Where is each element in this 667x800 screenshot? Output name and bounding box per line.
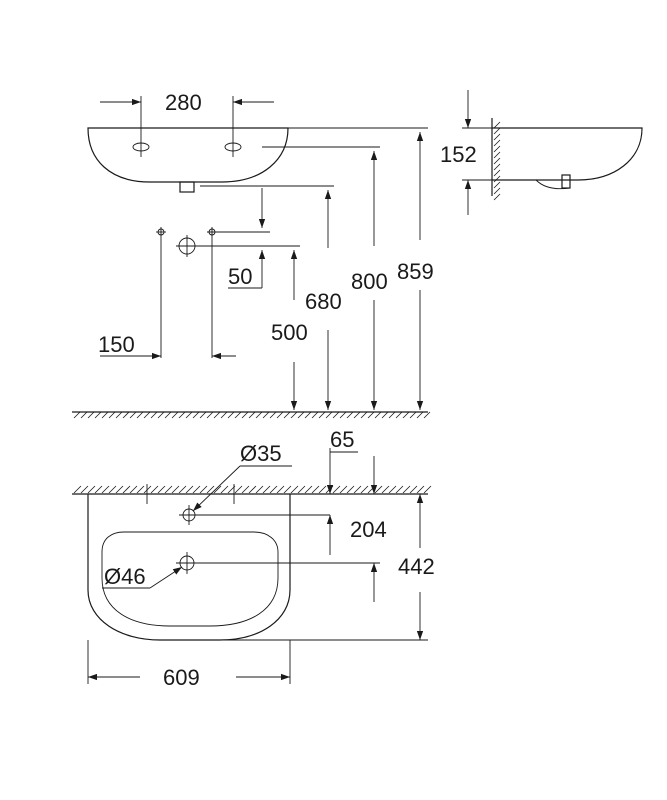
plan-view: Ø35 Ø46 65 204 442 609	[72, 427, 435, 690]
basin-side-outline	[492, 127, 643, 181]
dim-basin-width: 609	[163, 665, 200, 690]
basin-front-outline	[87, 127, 289, 183]
dim-height-680: 680	[305, 289, 342, 314]
wall	[491, 118, 501, 201]
dim-bracket-offset: 50	[228, 264, 252, 289]
waste-outlet	[179, 181, 195, 193]
dim-tap-hole-diameter: Ø35	[240, 441, 282, 466]
dim-tap-hole-offset: 65	[330, 427, 354, 452]
dim-tap-hole-depth: 204	[350, 517, 387, 542]
dim-wall-bracket-height: 152	[440, 142, 477, 167]
basin-plan-outline	[87, 494, 291, 641]
plan-wall-line	[72, 485, 432, 495]
dim-bracket-spacing: 150	[98, 332, 135, 357]
front-elevation: 280 50 150 500	[72, 90, 434, 419]
dim-height-800: 800	[351, 269, 388, 294]
dim-waste-diameter: Ø46	[104, 564, 146, 589]
dim-height-859: 859	[397, 259, 434, 284]
mounting-marks	[156, 227, 300, 358]
basin-bowl	[101, 531, 279, 627]
dim-height-500: 500	[271, 320, 308, 345]
dim-tap-hole-spacing: 280	[165, 90, 202, 115]
dim-basin-depth: 442	[398, 554, 435, 579]
side-elevation: 152	[440, 90, 643, 215]
tap-hole-left	[132, 137, 150, 157]
floor-line	[72, 411, 431, 419]
tap-hole-right	[224, 137, 242, 157]
